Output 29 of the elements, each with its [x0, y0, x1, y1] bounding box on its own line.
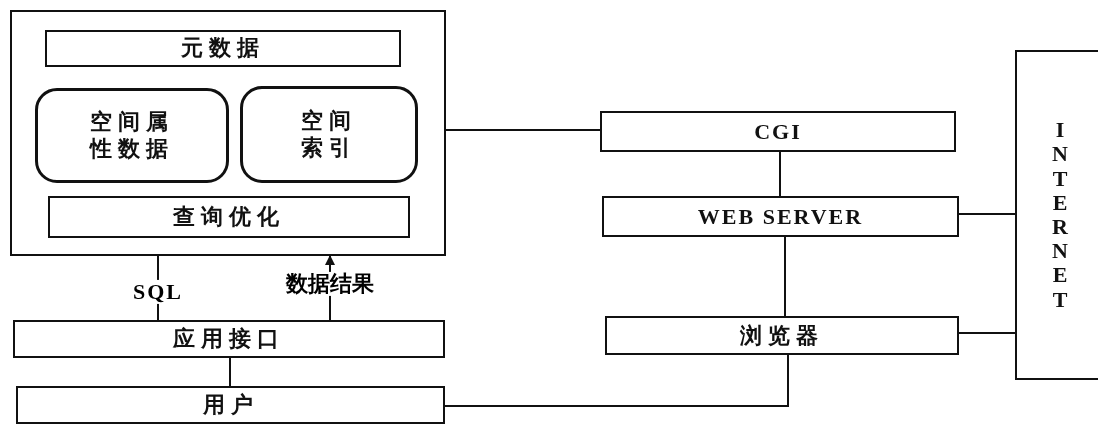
node-label: 浏览器 [740, 321, 824, 350]
node-label: WEB SERVER [697, 202, 864, 231]
node-label: CGI [754, 117, 802, 146]
process-box [13, 320, 445, 358]
connector-line [444, 354, 789, 407]
connector-line [779, 151, 781, 197]
node-label: 空间索引 [299, 106, 358, 162]
node-label: 空间属性数据 [88, 107, 175, 163]
process-box [600, 111, 956, 152]
process-box [1015, 50, 1098, 380]
vertical-label: INTERNET [1051, 118, 1069, 312]
connector-line [445, 129, 601, 131]
connector-line [958, 213, 1016, 215]
rounded-box [34, 87, 229, 183]
process-box [605, 316, 959, 355]
node-label: 应用接口 [173, 325, 285, 353]
process-box [47, 195, 410, 238]
node-label: 用户 [202, 391, 259, 419]
node-label: 元数据 [180, 34, 265, 62]
process-box [602, 196, 959, 237]
node-label: 查询优化 [172, 202, 285, 231]
process-box [16, 386, 445, 424]
connector-line [784, 236, 786, 317]
process-box [44, 29, 401, 67]
connector-line [229, 357, 231, 387]
edge-label: 数据结果 [284, 271, 376, 297]
connector-line [958, 332, 1016, 334]
rounded-box [239, 85, 418, 183]
container-box [10, 10, 446, 256]
